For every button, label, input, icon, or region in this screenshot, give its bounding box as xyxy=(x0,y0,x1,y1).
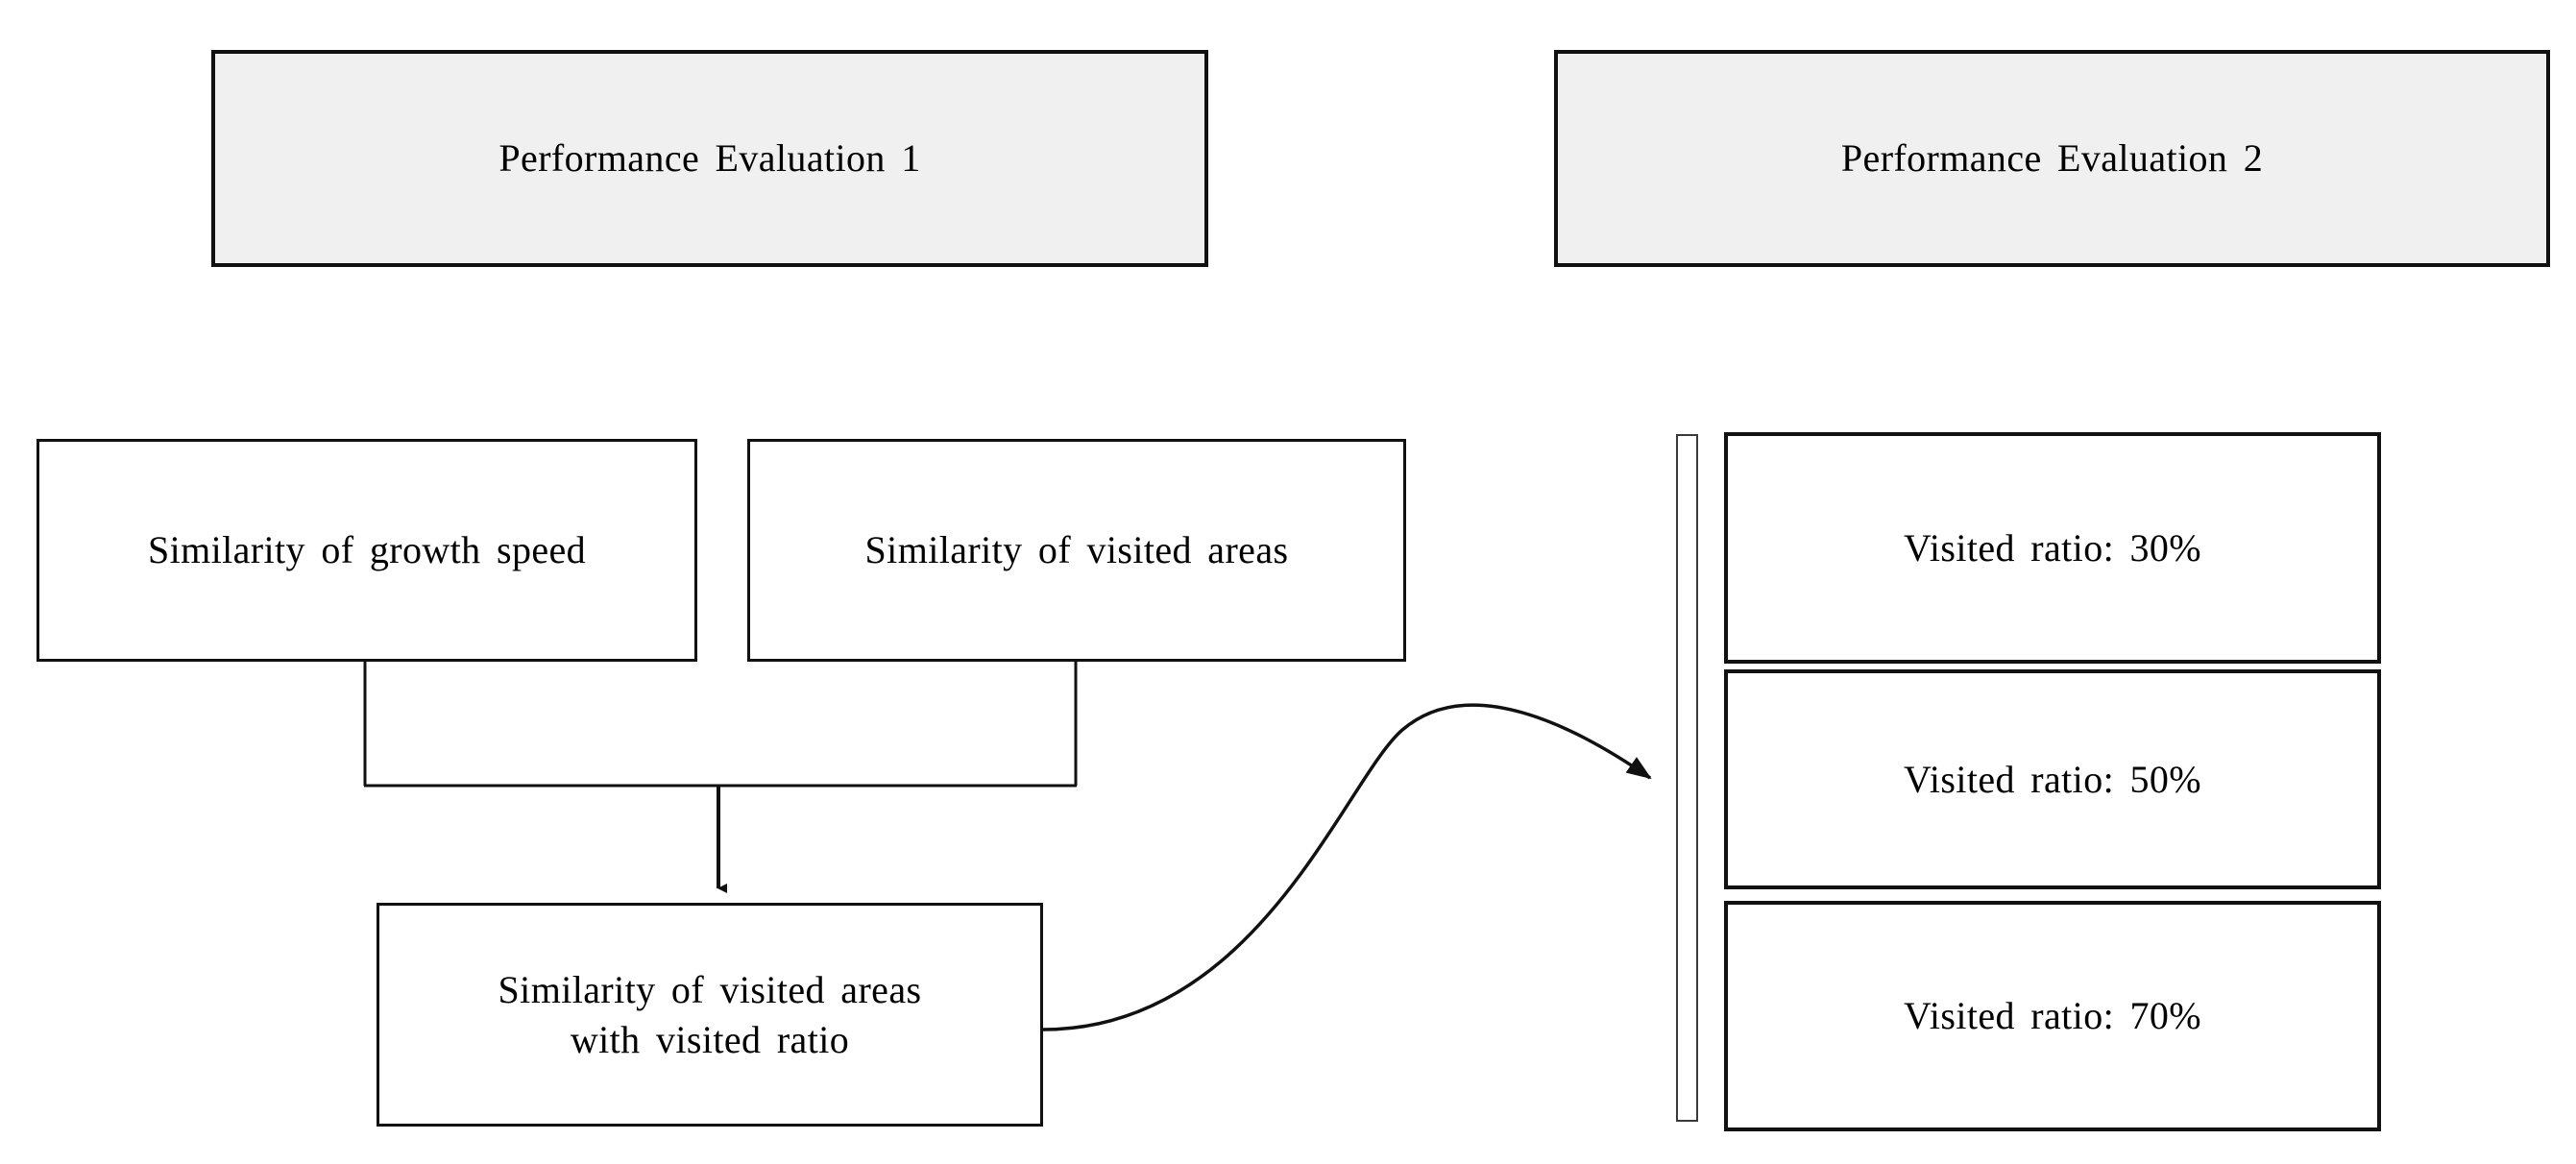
header-performance-evaluation-2: Performance Evaluation 2 xyxy=(1554,50,2550,267)
node-visited-ratio-label: Similarity of visited areas with visited… xyxy=(379,965,1040,1063)
node-visited-ratio-50: Visited ratio: 50% xyxy=(1724,669,2381,889)
node-visited-ratio-line-1: Similarity of visited areas xyxy=(498,968,922,1012)
node-visited-ratio-70: Visited ratio: 70% xyxy=(1724,901,2381,1131)
ratio-group-bracket xyxy=(1676,434,1698,1122)
node-visited-ratio-30: Visited ratio: 30% xyxy=(1724,432,2381,664)
connector-curve-to-ratio-group xyxy=(1042,703,1652,1031)
header-2-label: Performance Evaluation 2 xyxy=(1840,136,2264,181)
node-similarity-of-growth-speed: Similarity of growth speed xyxy=(36,439,697,662)
node-similarity-of-visited-areas: Similarity of visited areas xyxy=(747,439,1406,662)
node-visited-ratio-line-2: with visited ratio xyxy=(570,1017,850,1061)
node-visited-areas-label: Similarity of visited areas xyxy=(864,528,1289,572)
node-similarity-of-visited-areas-with-visited-ratio: Similarity of visited areas with visited… xyxy=(377,903,1043,1127)
header-1-label: Performance Evaluation 1 xyxy=(498,136,921,181)
header-performance-evaluation-1: Performance Evaluation 1 xyxy=(211,50,1208,267)
node-growth-speed-label: Similarity of growth speed xyxy=(147,528,587,572)
ratio-0-label: Visited ratio: 30% xyxy=(1903,525,2202,570)
ratio-1-label: Visited ratio: 50% xyxy=(1903,757,2202,801)
ratio-2-label: Visited ratio: 70% xyxy=(1903,994,2202,1038)
